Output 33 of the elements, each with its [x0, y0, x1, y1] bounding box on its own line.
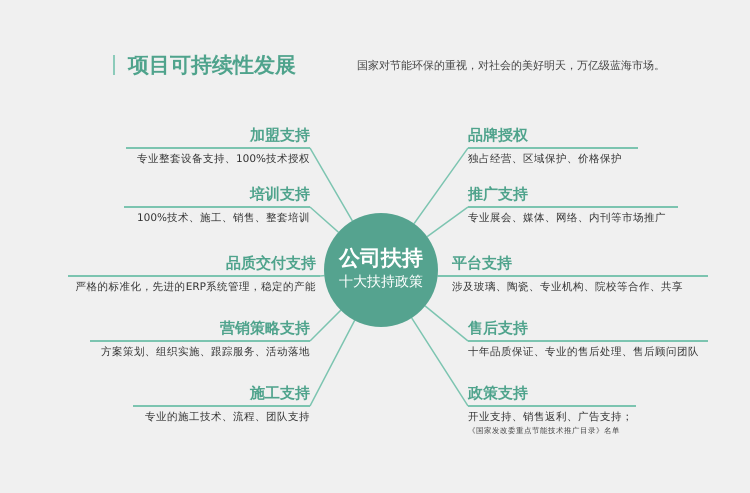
connector-line: [320, 274, 324, 277]
title: 项目可持续性发展: [128, 52, 296, 78]
item-description: 严格的标准化，先进的ERP系统管理，稳定的产能: [76, 280, 316, 294]
subtitle-text: 国家对节能环保的重视，对社会的美好明天，万亿级蓝海市场。: [357, 59, 665, 73]
item-heading: 平台支持: [452, 254, 512, 272]
connector-line: [411, 318, 469, 406]
item-heading: 培训支持: [250, 185, 310, 203]
item-heading: 品牌授权: [468, 126, 528, 144]
connector-line: [426, 206, 468, 238]
item-heading: 售后支持: [468, 319, 528, 337]
item-heading: 推广支持: [468, 185, 528, 203]
item-description: 涉及玻璃、陶瓷、专业机构、院校等合作、共享: [452, 280, 683, 294]
connector-line: [309, 148, 353, 222]
item-description: 独占经营、区域保护、价格保护: [468, 152, 622, 166]
item-heading: 政策支持: [468, 384, 528, 402]
item-heading: 营销策略支持: [220, 319, 310, 337]
item-heading: 品质交付支持: [226, 254, 316, 272]
connector-line: [413, 148, 469, 224]
hub-title: 公司扶持: [338, 246, 424, 270]
item-description: 100%技术、施工、销售、整套培训: [136, 211, 310, 225]
item-heading: 施工支持: [250, 384, 310, 402]
item-description: 方案策划、组织实施、跟踪服务、活动落地: [101, 345, 310, 359]
item-heading: 加盟支持: [250, 126, 310, 144]
item-description: 专业的施工技术、流程、团队支持: [145, 410, 310, 424]
item-description: 专业展会、媒体、网络、内刊等市场推广: [468, 211, 666, 225]
connector-line: [309, 310, 342, 342]
item-description: 专业整套设备支持、100%技术授权: [136, 152, 310, 166]
item-description: 十年品质保证、专业的售后处理、售后顾问团队: [468, 345, 699, 359]
connector-line: [424, 305, 468, 342]
connector-line: [310, 206, 339, 233]
connector-line: [309, 320, 356, 406]
item-description: 开业支持、销售返利、广告支持；: [468, 410, 633, 424]
hub-subtitle: 十大扶持政策: [338, 274, 424, 291]
